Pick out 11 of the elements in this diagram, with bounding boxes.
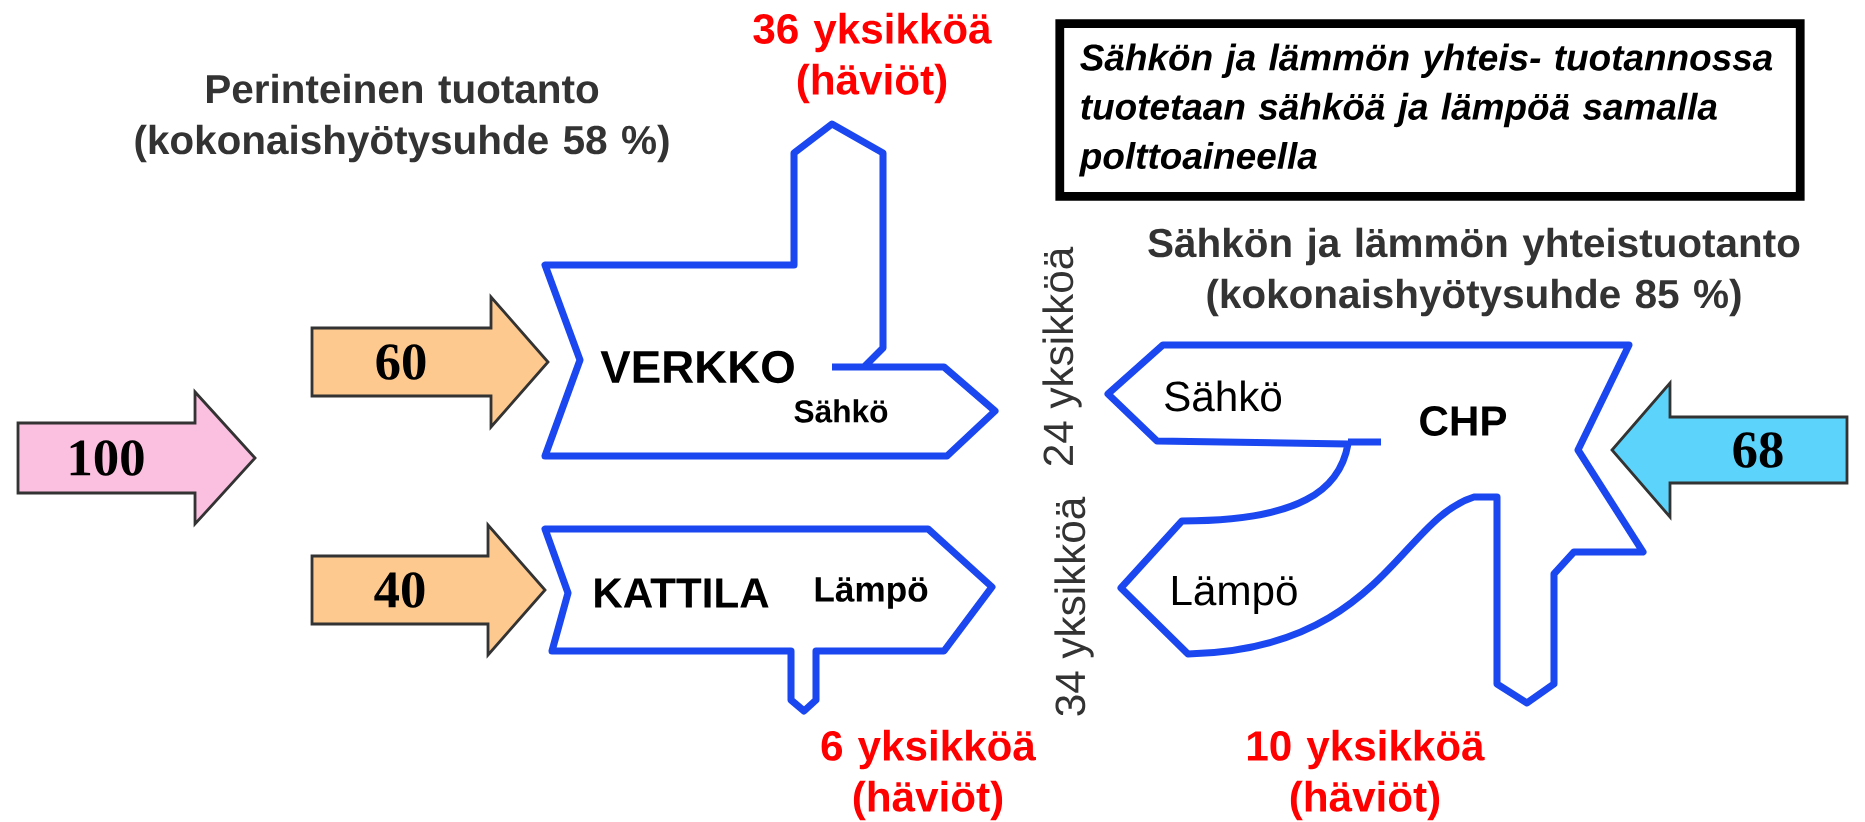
flow-label: 24 yksikköä — [1042, 246, 1082, 466]
loss-label: 6 yksikköä (häviöt) — [821, 729, 1036, 821]
flow-label: 34 yksikköä — [1054, 496, 1094, 716]
loss-label: 36 yksikköä (häviöt) — [753, 12, 992, 104]
edge-label: 40 — [374, 572, 425, 608]
block-arrow — [310, 521, 547, 659]
text-box: Sähkön ja lämmön yhteis- tuotannossa tuotetaan sähköä ja lämpöä samalla polttoaineella — [1055, 19, 1805, 201]
heading: Perinteinen tuotanto (kokonaishyötysuhde 58 %) — [135, 73, 669, 163]
edge-label: 60 — [376, 344, 426, 380]
heading: Sähkön ja lämmön yhteistuotanto (kokonaishyötysuhde 85 %) — [1148, 227, 1800, 317]
block-arrow — [310, 293, 550, 431]
